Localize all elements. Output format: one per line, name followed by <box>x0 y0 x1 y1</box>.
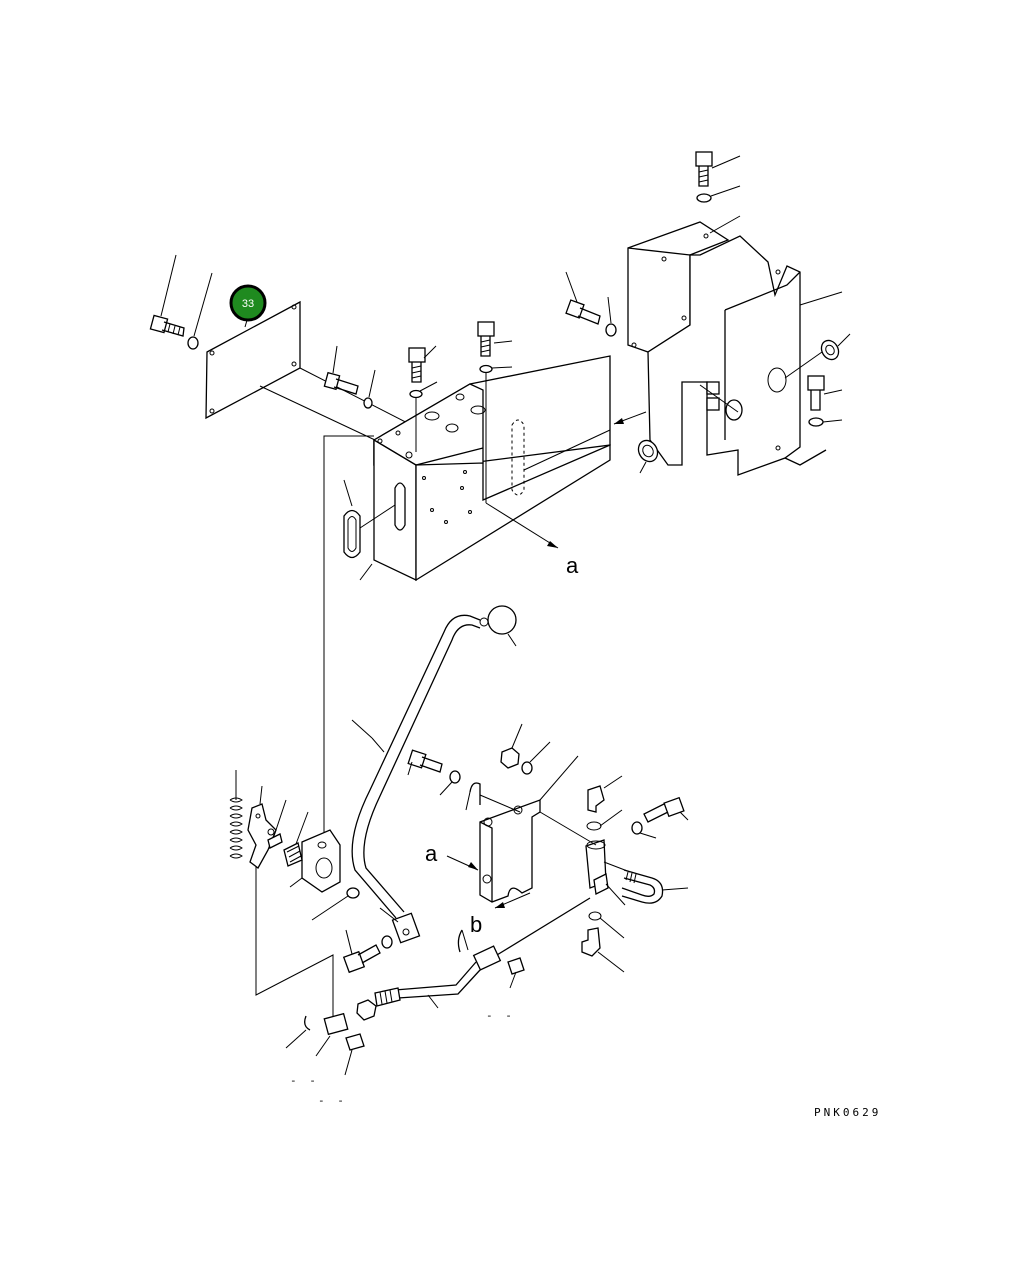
washer[interactable] <box>363 397 373 409</box>
washer[interactable] <box>381 935 393 949</box>
control-box[interactable] <box>373 355 611 582</box>
callout-33[interactable]: 33 <box>229 284 267 322</box>
view-label: a <box>425 841 438 866</box>
nut[interactable] <box>500 747 520 769</box>
bolt[interactable] <box>565 299 585 319</box>
right-side-parts <box>565 271 851 474</box>
drawing-code: PNK0629 <box>814 1106 881 1119</box>
rod-end[interactable] <box>472 945 502 971</box>
washer[interactable] <box>449 770 461 784</box>
bolt[interactable] <box>807 375 825 391</box>
guide-lines <box>255 435 374 1028</box>
view-arrow-a-lower: a <box>425 841 479 871</box>
bolt[interactable] <box>323 371 341 391</box>
view-arrow-b-lower: b <box>470 892 531 937</box>
bolt[interactable] <box>408 347 426 363</box>
washer[interactable] <box>346 887 360 899</box>
grommet[interactable] <box>818 337 842 362</box>
bolt[interactable] <box>663 796 685 818</box>
spring-assembly[interactable] <box>229 770 309 869</box>
bolt[interactable] <box>149 314 169 334</box>
box-bolts <box>323 321 513 503</box>
bolt[interactable] <box>407 749 427 769</box>
washer[interactable] <box>409 389 423 399</box>
view-label: b <box>470 912 482 937</box>
washer[interactable] <box>808 417 824 427</box>
grommet-left[interactable] <box>343 479 396 559</box>
stub-mark: - - <box>290 1074 319 1087</box>
washer[interactable] <box>187 336 199 350</box>
valve-fittings <box>539 775 689 973</box>
bolt[interactable] <box>477 321 495 337</box>
view-label: a <box>566 553 579 578</box>
elbow-fitting[interactable] <box>581 927 601 957</box>
bolt[interactable] <box>695 151 713 167</box>
washer[interactable] <box>696 193 712 203</box>
stub-mark: - - <box>486 1009 515 1022</box>
pivot-bracket[interactable] <box>289 829 393 974</box>
stub-mark: - - <box>318 1094 347 1107</box>
washer[interactable] <box>605 323 617 337</box>
bolt[interactable] <box>342 950 366 974</box>
callout-33-label: 33 <box>242 298 254 310</box>
pin[interactable] <box>345 1033 365 1051</box>
callout-33-circle[interactable] <box>229 284 267 322</box>
lever-knob[interactable] <box>487 605 517 635</box>
washer[interactable] <box>479 364 493 374</box>
washer[interactable] <box>631 821 643 835</box>
shift-lever[interactable] <box>351 605 517 944</box>
view-arrow-a-upper: a <box>485 502 579 578</box>
nut[interactable] <box>356 999 377 1021</box>
valve-bracket[interactable] <box>407 723 579 903</box>
washer[interactable] <box>521 761 533 775</box>
control-rod[interactable] <box>285 897 591 1076</box>
grommet[interactable] <box>635 437 662 465</box>
pin[interactable] <box>507 957 525 975</box>
clevis[interactable] <box>323 1012 349 1036</box>
elbow-fitting[interactable] <box>587 785 605 813</box>
right-cover-assembly[interactable] <box>627 151 843 476</box>
